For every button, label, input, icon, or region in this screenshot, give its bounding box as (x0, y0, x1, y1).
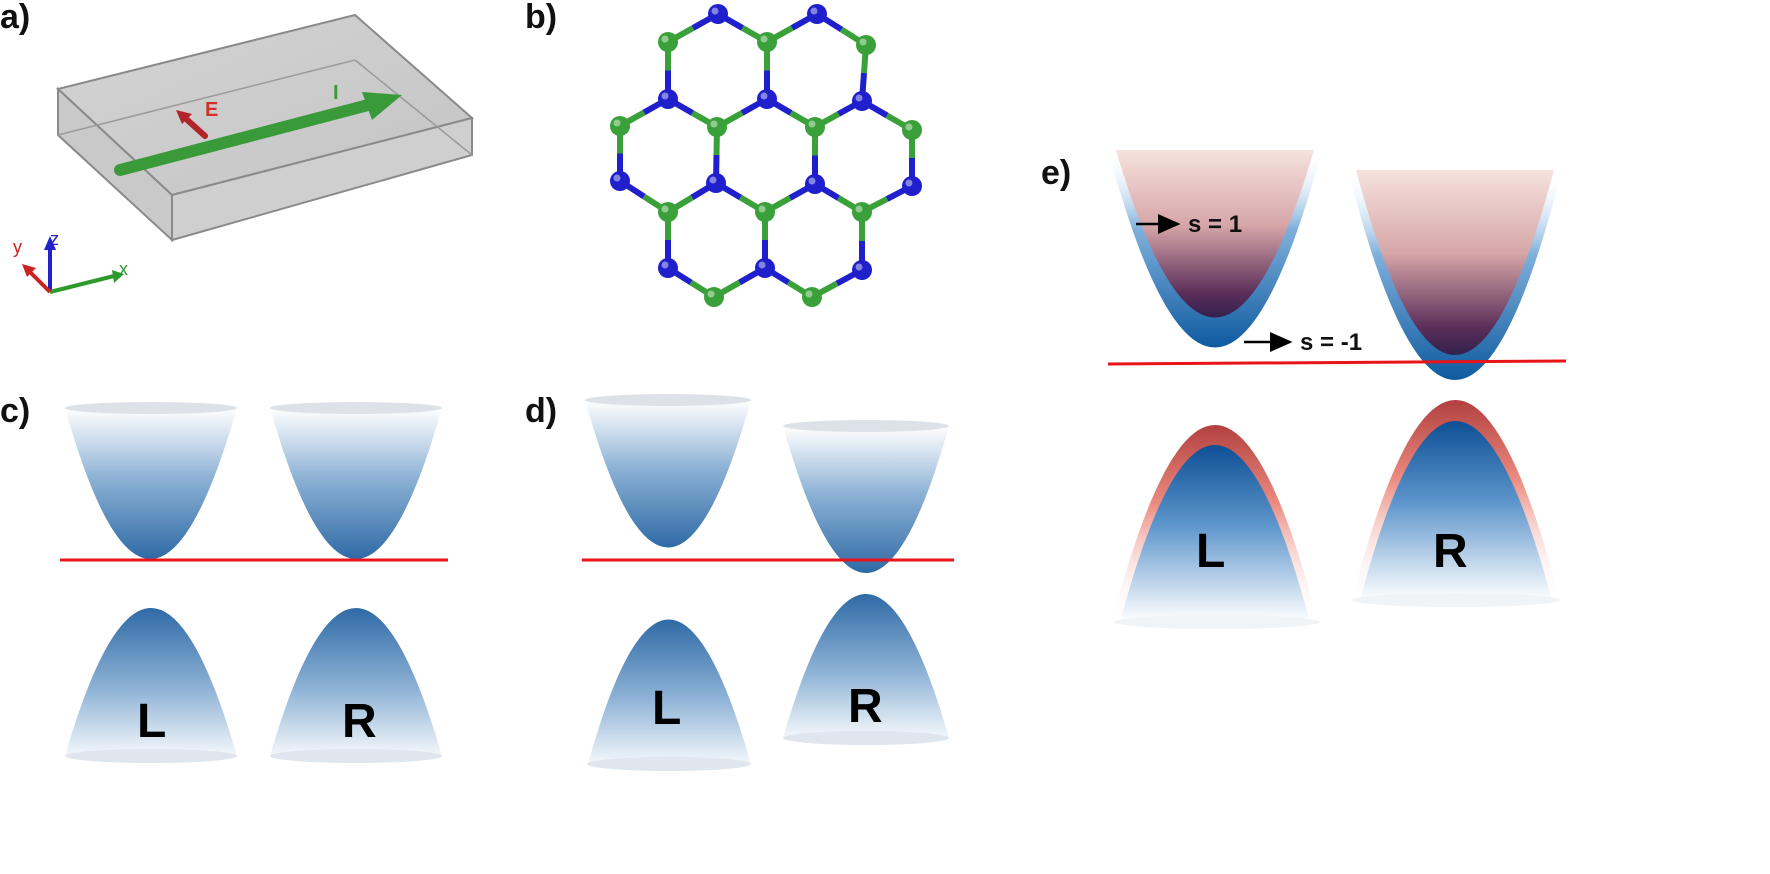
atom-highlight (613, 119, 621, 127)
atom-highlight (760, 92, 768, 100)
atom-blue (755, 258, 775, 278)
valence-band-left-e (1112, 425, 1320, 629)
atom-green (805, 117, 825, 137)
atom-blue (852, 260, 872, 280)
honeycomb-lattice (610, 4, 922, 307)
current-label: I (333, 82, 339, 104)
field-label: E (205, 99, 218, 121)
valence-band-left-d (587, 619, 751, 771)
atom-green (757, 32, 777, 52)
coordinate-axes: z x y (13, 229, 128, 294)
valence-band-right (270, 608, 442, 763)
y-axis-label: y (13, 237, 22, 257)
atom-blue (708, 4, 728, 24)
fermi-level-e (1107, 359, 1567, 366)
atom-highlight (905, 179, 913, 187)
atom-blue (706, 173, 726, 193)
atom-highlight (760, 35, 768, 43)
panel-e-label: e) (1041, 154, 1071, 192)
slab (55, 13, 475, 243)
atom-blue (902, 176, 922, 196)
spin-up-annotation: s = 1 (1136, 211, 1242, 238)
atom-highlight (758, 205, 766, 213)
conduction-band-right (270, 402, 442, 559)
atom-highlight (805, 290, 813, 298)
valence-band-left (65, 608, 237, 763)
panel-e: e) L R s = 1 (1041, 150, 1567, 629)
atom-green (856, 35, 876, 55)
panel-a-label: a) (0, 0, 30, 36)
atom-green (707, 117, 727, 137)
spin-down-annotation: s = -1 (1244, 329, 1362, 356)
atom-green (704, 287, 724, 307)
panel-a: a) I E z x y (0, 0, 475, 294)
atom-highlight (661, 261, 669, 269)
atom-blue (610, 171, 630, 191)
atom-highlight (808, 120, 816, 128)
panel-d: d) L R (525, 392, 954, 771)
valley-label-left-e: L (1196, 525, 1225, 578)
valley-label-left-d: L (652, 682, 681, 735)
conduction-band-right-e (1348, 170, 1562, 380)
atom-green (658, 32, 678, 52)
atom-highlight (661, 205, 669, 213)
atom-highlight (808, 177, 816, 185)
atom-highlight (859, 38, 867, 46)
panel-c-label: c) (0, 392, 30, 430)
atom-blue (852, 91, 872, 111)
atom-highlight (707, 290, 715, 298)
atom-highlight (661, 92, 669, 100)
valley-label-right-c: R (342, 695, 377, 748)
valley-label-right-e: R (1433, 525, 1468, 578)
conduction-band-left-d (585, 394, 751, 548)
atom-blue (658, 258, 678, 278)
atom-highlight (758, 261, 766, 269)
atom-highlight (613, 174, 621, 182)
atom-blue (805, 174, 825, 194)
conduction-band-right-d (783, 420, 949, 573)
atom-highlight (661, 35, 669, 43)
atom-highlight (710, 120, 718, 128)
valley-label-right-d: R (848, 680, 883, 733)
atom-green (852, 202, 872, 222)
panel-c: c) L R (0, 392, 448, 763)
atom-green (802, 287, 822, 307)
atom-blue (757, 89, 777, 109)
x-axis-label: x (119, 259, 128, 279)
atom-highlight (711, 7, 719, 15)
atom-highlight (905, 123, 913, 131)
atom-highlight (855, 205, 863, 213)
atom-green (902, 120, 922, 140)
atom-green (610, 116, 630, 136)
panel-b-label: b) (525, 0, 557, 36)
atom-green (658, 202, 678, 222)
panel-d-label: d) (525, 392, 557, 430)
atom-highlight (709, 176, 717, 184)
atom-green (755, 202, 775, 222)
z-axis-label: z (50, 229, 59, 249)
conduction-band-left (65, 402, 237, 559)
atom-highlight (810, 7, 818, 15)
spin-down-label: s = -1 (1300, 329, 1362, 356)
field-arrow (176, 110, 208, 139)
atom-highlight (855, 94, 863, 102)
panel-b: b) (525, 0, 922, 307)
conduction-band-left-e (1108, 150, 1322, 348)
valence-band-right-e (1352, 400, 1560, 607)
valence-band-right-d (783, 594, 949, 745)
valley-label-left-c: L (137, 695, 166, 748)
atom-blue (807, 4, 827, 24)
atom-highlight (855, 263, 863, 271)
atom-blue (658, 89, 678, 109)
spin-up-label: s = 1 (1188, 211, 1242, 238)
current-arrow (114, 92, 402, 176)
